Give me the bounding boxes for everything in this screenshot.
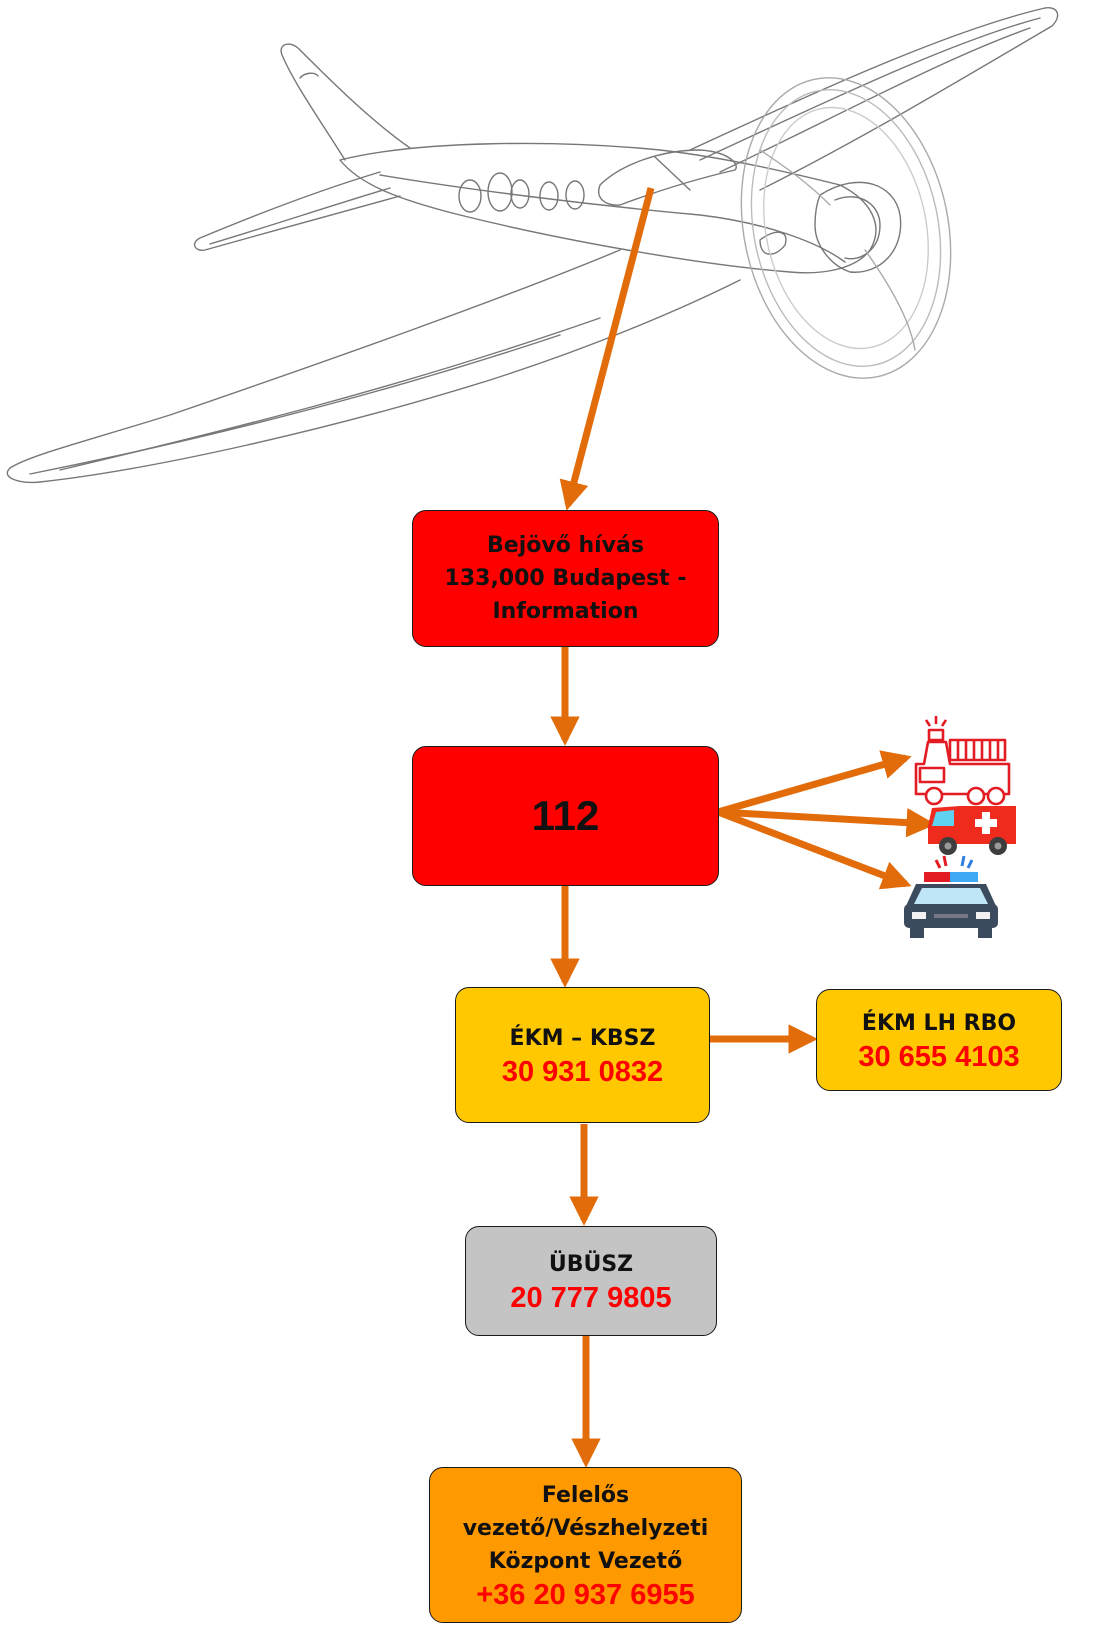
incoming-call-box: Bejövő hívás 133,000 Budapest - Informat… <box>412 510 719 647</box>
ubusz-phone: 20 777 9805 <box>510 1281 672 1314</box>
ekm-lh-rbo-phone: 30 655 4103 <box>858 1040 1020 1073</box>
emergency-number: 112 <box>531 792 600 839</box>
emergency-112-box: 112 <box>412 746 719 886</box>
manager-box: Felelős vezető/Vészhelyzeti Központ Veze… <box>429 1467 742 1623</box>
ubusz-title: ÜBÜSZ <box>548 1251 634 1277</box>
police-car-icon <box>904 855 998 938</box>
ekm-kbsz-phone: 30 931 0832 <box>501 1055 664 1088</box>
ambulance-icon <box>928 806 1016 855</box>
ekm-lh-rbo-title: ÉKM LH RBO <box>861 1010 1017 1036</box>
incoming-call-station: Information <box>492 599 639 624</box>
arrow-112-to-police <box>716 808 912 890</box>
arrow-112-to-ambulance <box>717 807 936 838</box>
flow-arrows <box>550 187 936 1468</box>
manager-phone: +36 20 937 6955 <box>476 1578 695 1611</box>
manager-title-line2: Központ Vezető <box>488 1548 683 1574</box>
incoming-call-title: Bejövő hívás <box>487 533 644 558</box>
arrow-112-to-fire <box>717 750 912 816</box>
airplane-sketch <box>6 7 1059 484</box>
incoming-call-frequency: 133,000 Budapest - <box>444 566 687 591</box>
ubusz-box: ÜBÜSZ 20 777 9805 <box>465 1226 717 1336</box>
ekm-kbsz-title: ÉKM – KBSZ <box>509 1025 656 1051</box>
ekm-lh-rbo-box: ÉKM LH RBO 30 655 4103 <box>816 989 1062 1091</box>
manager-title-line1: Felelős vezető/Vészhelyzeti <box>462 1482 709 1541</box>
fire-truck-icon <box>914 716 1011 806</box>
arrow-plane-to-incoming <box>559 187 655 511</box>
ekm-kbsz-box: ÉKM – KBSZ 30 931 0832 <box>455 987 710 1123</box>
